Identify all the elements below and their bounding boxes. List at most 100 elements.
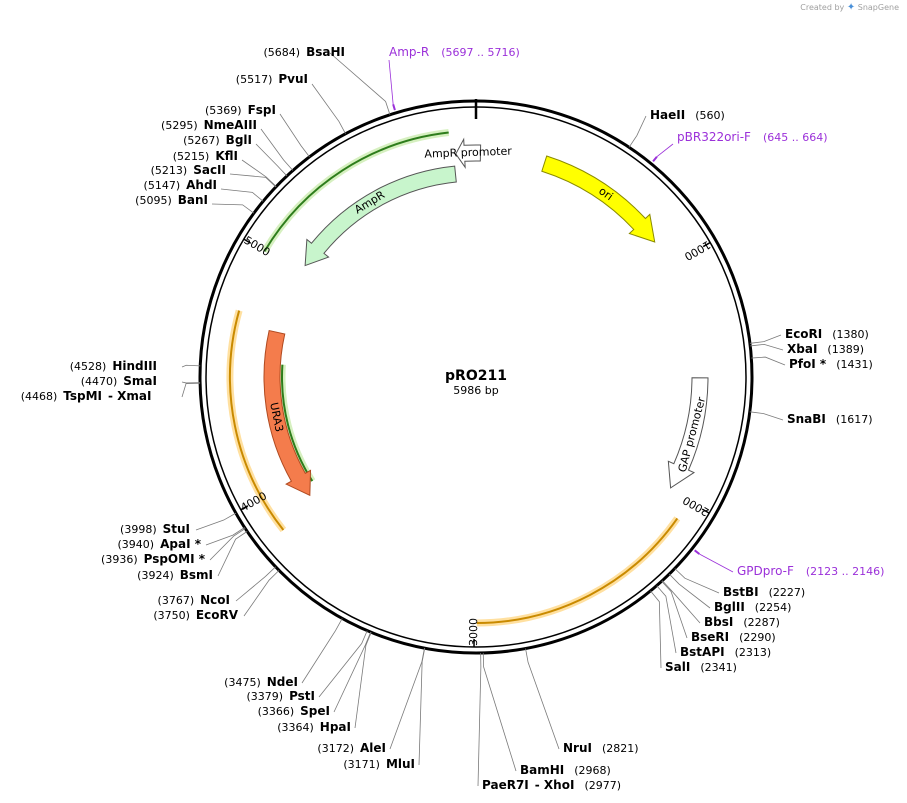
enzyme-site-pvui[interactable]: PvuI(5517) — [236, 72, 346, 134]
enzyme-site-bamhi[interactable]: BamHI(2968) — [482, 652, 611, 777]
enzyme-site-xbai[interactable]: XbaI (1389) — [750, 342, 864, 356]
enzyme-site-mlui[interactable]: MluI(3171) — [343, 648, 426, 771]
enzyme-site-haeii[interactable]: HaeII(560) — [628, 108, 725, 148]
enzyme-position: (5095) — [135, 194, 172, 207]
enzyme-site-nmeaiii[interactable]: NmeAIII(5295) — [161, 118, 294, 171]
enzyme-leader-line — [220, 188, 264, 202]
enzyme-site-ecorv[interactable]: EcoRV (3750) — [153, 570, 280, 622]
enzyme-site-spei[interactable]: SpeI(3366) — [258, 631, 372, 718]
enzyme-site-bseri[interactable]: BseRI(2290) — [661, 580, 776, 644]
enzyme-name: BstAPI — [680, 645, 725, 659]
feature-label-ura3: URA3 — [267, 401, 286, 433]
enzyme-name: BamHI — [520, 763, 564, 777]
enzyme-leader-line — [628, 115, 647, 148]
enzyme-leader-line — [661, 580, 688, 639]
primer-gpdpro-f[interactable]: GPDpro-F(2123 .. 2146) — [694, 549, 885, 578]
enzyme-site-bstbi[interactable]: BstBI(2227) — [674, 568, 805, 599]
enzyme-name-extra: - XhoI — [535, 778, 575, 792]
enzyme-position: (5213) — [151, 164, 188, 177]
enzyme-site-pspomi[interactable]: PspOMI *(3936) — [101, 528, 246, 566]
enzyme-name: BglII — [714, 600, 745, 614]
enzyme-site-nrui[interactable]: NruI(2821) — [525, 648, 639, 755]
enzyme-position: (3364) — [277, 721, 314, 734]
enzyme-name: AhdI — [186, 178, 217, 192]
snapgene-logo-icon: ✦ — [846, 2, 856, 13]
primer-name: pBR322ori-F — [677, 130, 751, 144]
ampr-orf-halo — [261, 129, 450, 254]
enzyme-leader-line — [181, 381, 201, 384]
enzyme-site-bstapi[interactable]: BstAPI (2313) — [656, 585, 772, 659]
feature-ampr[interactable] — [304, 165, 457, 267]
enzyme-leader-line — [477, 652, 482, 787]
primer-pbr322ori-f[interactable]: pBR322ori-F(645 .. 664) — [652, 130, 828, 163]
enzyme-site-smai[interactable]: SmaI(4470) — [81, 374, 201, 388]
enzyme-site-bbsi[interactable]: BbsI(2287) — [662, 580, 780, 629]
primer-site-mark — [694, 549, 700, 555]
enzyme-site-hindiii[interactable]: HindIII(4528) — [70, 359, 201, 373]
enzyme-position: (5684) — [264, 46, 301, 59]
enzyme-site-ndei[interactable]: NdeI(3475) — [224, 618, 343, 689]
enzyme-site-pfoi[interactable]: PfoI *(1431) — [751, 356, 873, 371]
enzyme-site-tspmi[interactable]: TspMI(4468)- XmaI — [21, 382, 201, 403]
enzyme-site-apai[interactable]: ApaI *(3940) — [118, 527, 245, 551]
enzyme-site-sali[interactable]: SalI(2341) — [650, 590, 737, 674]
enzyme-name: EcoRV — [196, 608, 239, 622]
enzyme-leader-line — [181, 382, 201, 398]
tick-mark-4000 — [240, 505, 249, 511]
enzyme-name-extra: - XmaI — [108, 389, 151, 403]
feature-ori[interactable] — [541, 155, 656, 243]
enzyme-leader-line — [749, 334, 782, 344]
feature-ura3[interactable] — [263, 329, 312, 497]
enzyme-site-hpai[interactable]: HpaI(3364) — [277, 632, 372, 734]
enzyme-leader-line — [662, 580, 701, 624]
primers-layer: Amp-R(5697 .. 5716) pBR322ori-F(645 .. 66… — [388, 45, 885, 578]
enzyme-name: FspI — [248, 103, 276, 117]
enzyme-position: (1617) — [836, 413, 873, 426]
enzyme-site-fspi[interactable]: FspI (5369) — [205, 103, 310, 158]
enzyme-site-ahdi[interactable]: AhdI(5147) — [144, 178, 264, 202]
enzyme-position: (5369) — [205, 104, 242, 117]
enzyme-name: EcoRI — [785, 327, 822, 341]
enzyme-name: PspOMI * — [144, 552, 206, 566]
enzyme-position: (1389) — [827, 343, 864, 356]
enzyme-leader-line — [333, 631, 372, 713]
enzyme-site-kfli[interactable]: KflI(5215) — [173, 149, 277, 187]
enzyme-site-bglii[interactable]: BglII(2254) — [668, 573, 791, 614]
enzyme-position: (3379) — [246, 690, 283, 703]
enzyme-position: (2313) — [735, 646, 772, 659]
gap-orf-halo — [476, 516, 681, 627]
enzyme-site-snabi[interactable]: SnaBI(1617) — [749, 411, 873, 426]
enzyme-site-paer7i[interactable]: PaeR7I- XhoI(2977) — [477, 652, 621, 792]
enzyme-position: (4470) — [81, 375, 118, 388]
enzyme-site-psti[interactable]: PstI (3379) — [246, 630, 368, 703]
enzyme-site-ncoi[interactable]: NcoI(3767) — [158, 566, 276, 607]
enzyme-site-alei[interactable]: AleI(3172) — [317, 648, 425, 755]
enzyme-site-stui[interactable]: StuI(3998) — [120, 512, 237, 536]
feature-ampr-promoter[interactable] — [455, 137, 482, 169]
enzyme-name: BseRI — [691, 630, 729, 644]
enzyme-leader-line — [217, 531, 248, 577]
primer-range: (5697 .. 5716) — [441, 46, 520, 59]
enzyme-site-sacii[interactable]: SacII (5213) — [151, 163, 277, 188]
enzyme-name: BstBI — [723, 585, 759, 599]
tick-label-4000: 4000 — [238, 489, 269, 514]
enzyme-site-ecori[interactable]: EcoRI(1380) — [749, 327, 869, 344]
enzyme-site-bsmi[interactable]: BsmI(3924) — [137, 531, 248, 582]
snapgene-brand: Created by ✦ SnapGene — [800, 2, 899, 13]
tick-label-3000: 3000 — [467, 618, 480, 646]
brand-prefix: Created by — [800, 3, 845, 12]
enzyme-position: (2287) — [743, 616, 780, 629]
enzyme-name: XbaI — [787, 342, 817, 356]
enzyme-leader-line — [329, 52, 391, 115]
enzyme-position: (3750) — [153, 609, 190, 622]
enzyme-name: SacII — [193, 163, 226, 177]
primer-amp-r[interactable]: Amp-R(5697 .. 5716) — [388, 45, 520, 111]
enzyme-site-bani[interactable]: BanI(5095) — [135, 193, 255, 214]
enzyme-site-bgli[interactable]: BglI(5267) — [183, 133, 288, 177]
enzyme-name: PstI — [289, 689, 315, 703]
feature-gap-promoter[interactable] — [667, 377, 709, 489]
primer-range: (2123 .. 2146) — [806, 565, 885, 578]
enzyme-site-bsahi[interactable]: BsaHI(5684) — [264, 45, 391, 115]
tick-mark-1000 — [702, 241, 711, 248]
